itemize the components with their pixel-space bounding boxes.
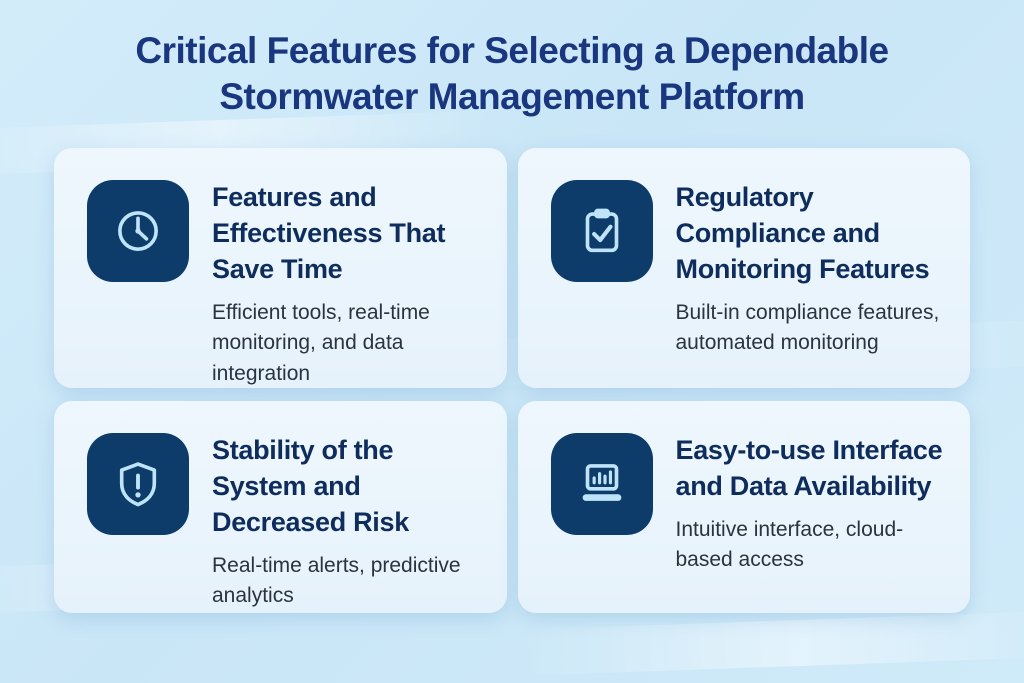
card-heading: Regulatory Compliance and Monitoring Fea…: [675, 182, 930, 284]
card-time-savings: Features and Effectiveness That Save Tim…: [54, 148, 507, 388]
card-easy-interface: Easy-to-use Interface and Data Availabil…: [517, 401, 970, 613]
page-title-line-1: Critical Features for Selecting a Depend…: [135, 30, 889, 71]
card-description: Built-in compliance features, automated …: [675, 300, 940, 355]
card-system-stability: Stability of the System and Decreased Ri…: [54, 401, 507, 613]
card-heading: Features and Effectiveness That Save Tim…: [212, 182, 446, 284]
card-text-block: Easy-to-use Interface and Data Availabil…: [676, 433, 947, 576]
card-heading: Stability of the System and Decreased Ri…: [212, 435, 409, 537]
card-text-block: Stability of the System and Decreased Ri…: [212, 433, 483, 612]
clock-icon: [87, 180, 189, 282]
page-title-line-2: Stormwater Management Platform: [219, 75, 805, 117]
card-description: Efficient tools, real-time monitoring, a…: [212, 300, 430, 385]
feature-card-grid: Features and Effectiveness That Save Tim…: [54, 148, 970, 613]
card-description: Real-time alerts, predictive analytics: [212, 553, 461, 608]
background-streak: [519, 610, 1024, 676]
card-heading: Easy-to-use Interface and Data Availabil…: [675, 435, 943, 501]
clipboard-check-icon: [550, 180, 653, 282]
card-text-block: Features and Effectiveness That Save Tim…: [212, 180, 483, 389]
shield-alert-icon: [87, 433, 189, 535]
page-title: Critical Features for Selecting a Depend…: [0, 28, 1024, 120]
card-description: Intuitive interface, cloud-based access: [675, 517, 904, 572]
laptop-chart-icon: [550, 433, 653, 535]
card-regulatory-compliance: Regulatory Compliance and Monitoring Fea…: [517, 148, 970, 388]
card-text-block: Regulatory Compliance and Monitoring Fea…: [676, 180, 947, 359]
